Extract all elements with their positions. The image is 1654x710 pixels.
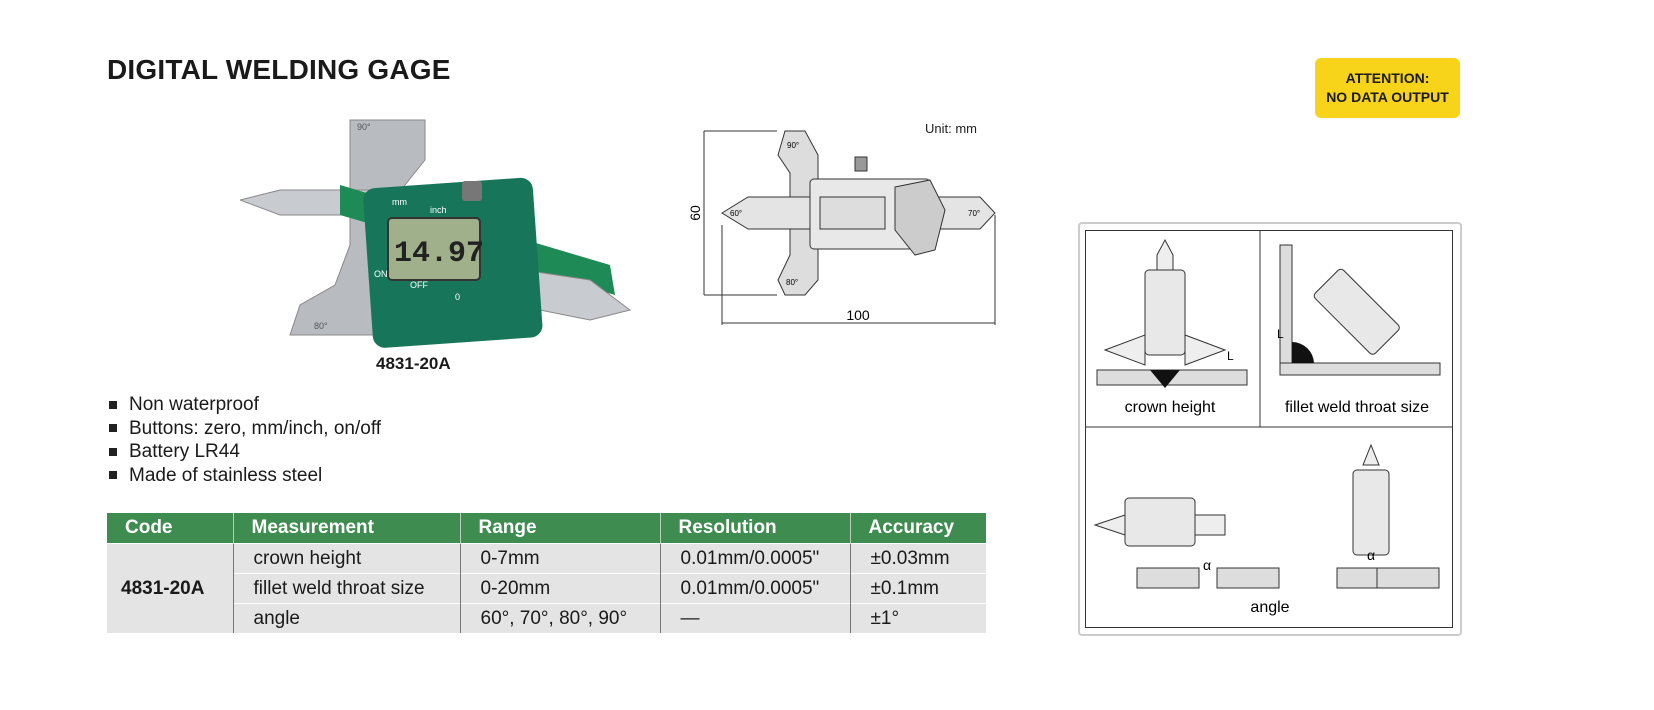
caption-angle: angle xyxy=(1250,599,1289,616)
usage-panel xyxy=(1078,222,1462,636)
cell: ±0.03mm xyxy=(849,543,986,574)
unit-label: Unit: mm xyxy=(925,121,977,136)
cell: 0-7mm xyxy=(459,543,660,574)
bullet-icon xyxy=(109,471,117,480)
svg-text:80°: 80° xyxy=(786,278,798,287)
bullet-icon xyxy=(109,447,117,456)
feature-text: Buttons: zero, mm/inch, on/off xyxy=(129,417,382,439)
svg-text:L: L xyxy=(1227,349,1234,363)
cell: 0.01mm/0.0005" xyxy=(659,543,850,574)
angle-diagram: α α xyxy=(1093,443,1440,589)
table-header-row: Code Measurement Range Resolution Accura… xyxy=(107,513,986,544)
svg-text:L: L xyxy=(1277,327,1284,341)
badge-line2: NO DATA OUTPUT xyxy=(1326,89,1449,105)
cell: ±1° xyxy=(849,603,986,633)
feature-item: Battery LR44 xyxy=(107,440,381,464)
svg-text:80°: 80° xyxy=(314,321,328,331)
inch-button-label: inch xyxy=(430,205,447,215)
cell: 60°, 70°, 80°, 90° xyxy=(459,603,660,633)
crown-height-diagram: L xyxy=(1096,238,1248,388)
feature-item: Non waterproof xyxy=(107,393,381,417)
table-row: angle 60°, 70°, 80°, 90° — ±1° xyxy=(107,603,986,633)
svg-text:60°: 60° xyxy=(730,209,742,218)
fillet-diagram: L xyxy=(1277,244,1441,376)
cell: fillet weld throat size xyxy=(232,573,460,604)
bullet-icon xyxy=(109,400,117,409)
header-accuracy: Accuracy xyxy=(849,513,986,544)
feature-item: Made of stainless steel xyxy=(107,464,381,488)
caption-fillet: fillet weld throat size xyxy=(1285,399,1429,416)
on-button-label: ON xyxy=(374,269,388,279)
width-dimension: 100 xyxy=(846,307,870,323)
cell: angle xyxy=(232,603,460,633)
svg-text:α: α xyxy=(1203,557,1211,573)
header-range: Range xyxy=(459,513,660,544)
spec-table: Code Measurement Range Resolution Accura… xyxy=(107,513,986,633)
header-measurement: Measurement xyxy=(232,513,460,544)
usage-diagrams: L crown height L fillet weld throat size… xyxy=(1085,230,1453,616)
cell: ±0.1mm xyxy=(849,573,986,604)
cell: crown height xyxy=(232,543,460,574)
svg-text:90°: 90° xyxy=(787,141,799,150)
bullet-icon xyxy=(109,424,117,433)
feature-item: Buttons: zero, mm/inch, on/off xyxy=(107,417,381,441)
cell: 0-20mm xyxy=(459,573,660,604)
mm-button-label: mm xyxy=(392,197,407,207)
cell: — xyxy=(659,603,850,633)
svg-text:α: α xyxy=(1367,547,1375,563)
product-photo: 14.97 mm inch ON OFF 0 90° 80° xyxy=(240,119,632,348)
svg-text:70°: 70° xyxy=(968,209,980,218)
feature-text: Non waterproof xyxy=(129,394,259,415)
height-dimension: 60 xyxy=(690,205,703,221)
header-code: Code xyxy=(107,513,233,544)
header-resolution: Resolution xyxy=(659,513,850,544)
svg-text:90°: 90° xyxy=(357,122,371,132)
lcd-reading: 14.97 xyxy=(394,237,484,271)
dimension-drawing: Unit: mm 60 100 90° 60° 80° 70° xyxy=(690,121,996,325)
cell: 0.01mm/0.0005" xyxy=(659,573,850,604)
page-title: DIGITAL WELDING GAGE xyxy=(107,54,451,85)
off-button-label: OFF xyxy=(410,280,428,290)
zero-button-label: 0 xyxy=(455,292,460,302)
feature-list: Non waterproof Buttons: zero, mm/inch, o… xyxy=(107,393,381,487)
caption-crown-height: crown height xyxy=(1125,399,1216,416)
feature-text: Battery LR44 xyxy=(129,441,240,462)
table-row: fillet weld throat size 0-20mm 0.01mm/0.… xyxy=(107,573,986,604)
attention-badge: ATTENTION: NO DATA OUTPUT xyxy=(1315,58,1460,118)
code-cell: 4831-20A xyxy=(107,543,233,633)
badge-line1: ATTENTION: xyxy=(1345,70,1430,86)
product-code-caption: 4831-20A xyxy=(376,354,451,373)
table-row: 4831-20A crown height 0-7mm 0.01mm/0.000… xyxy=(107,543,986,633)
usage-diagram-frame xyxy=(1085,230,1453,628)
feature-text: Made of stainless steel xyxy=(129,464,323,486)
